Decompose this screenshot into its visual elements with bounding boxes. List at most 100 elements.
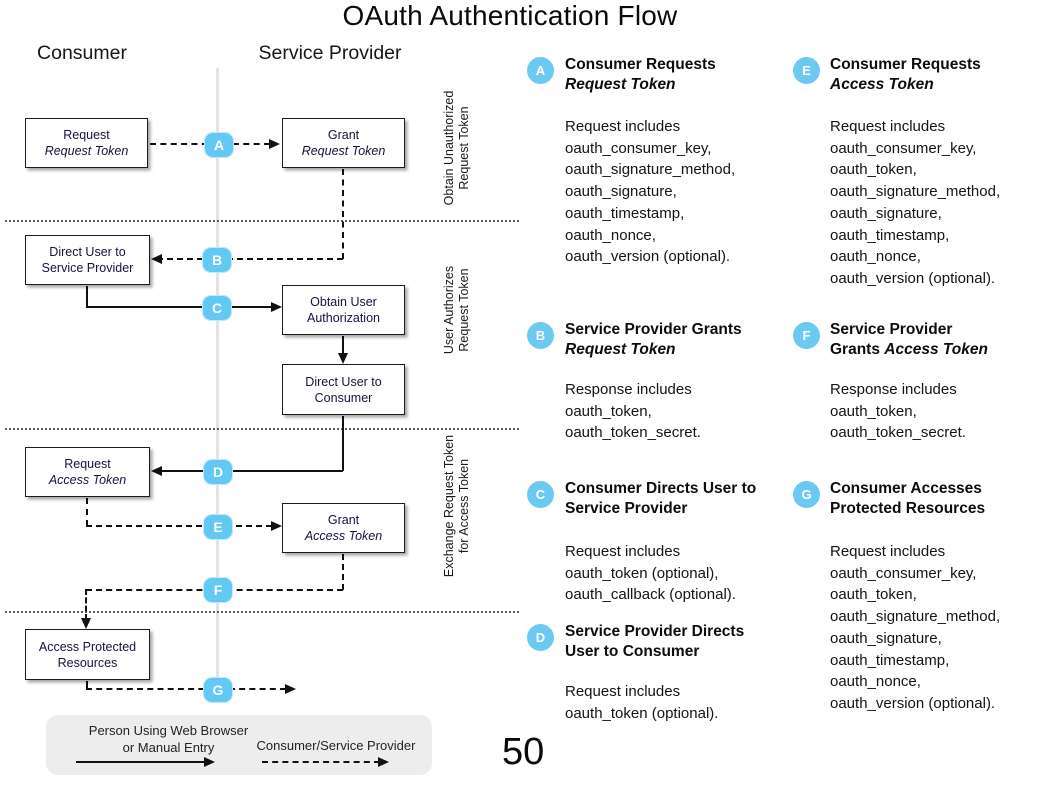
legend-body-f: Response includes oauth_token, oauth_tok… [830, 379, 1045, 444]
legend-body-line: oauth_token, [830, 161, 917, 179]
legend-title-line: Consumer Requests [565, 56, 716, 73]
flow-box-line: Obtain User [310, 295, 377, 309]
arrow-f-head [81, 618, 91, 629]
legend-title-c: Consumer Directs User to Service Provide… [565, 479, 805, 519]
phase-label-line: Request Token [457, 106, 471, 190]
key-solid-line-sample [76, 761, 206, 763]
phase-label-line: Obtain Unauthorized [442, 90, 456, 206]
step-badge-g: G [203, 677, 233, 703]
column-header-consumer: Consumer [37, 42, 127, 64]
legend-title-line: Service Provider Grants [565, 321, 742, 338]
legend-icon-g: G [793, 481, 820, 508]
legend-body-line: oauth_token (optional). [565, 704, 719, 722]
arrow-e-head [271, 521, 282, 531]
legend-body-a: Request includes oauth_consumer_key, oau… [565, 116, 797, 268]
step-badge-b: B [202, 247, 232, 273]
legend-body-line: oauth_token (optional), [565, 564, 719, 582]
legend-body-line: oauth_timestamp, [830, 226, 950, 244]
legend-title-a: Consumer Requests Request Token [565, 55, 797, 95]
arrow-g-line-vertical [86, 681, 88, 688]
arrow-d-line-horizontal [157, 470, 343, 472]
legend-title-line: Request Token [565, 76, 676, 93]
legend-title-segment: Access Token [884, 341, 988, 358]
legend-body-line: oauth_nonce, [830, 248, 921, 266]
arrow-g-line-horizontal [86, 688, 286, 690]
legend-title-line: Access Token [830, 76, 934, 93]
arrow-d-line-vertical [342, 416, 344, 471]
legend-title-b: Service Provider Grants Request Token [565, 320, 797, 360]
legend-body-line: Response includes [565, 381, 692, 398]
legend-body-line: Request includes [565, 543, 681, 560]
flow-box-line: Authorization [307, 311, 380, 325]
arrow-d-head [151, 466, 162, 476]
legend-body-line: oauth_token_secret. [830, 424, 966, 442]
flow-box-grant-request-token: Grant Request Token [282, 118, 405, 168]
phase-label-obtain-unauthorized-request-token: Obtain Unauthorized Request Token [442, 83, 474, 213]
phase-label-line: User Authorizes [442, 265, 456, 355]
flow-box-access-protected-resources: Access Protected Resources [25, 629, 150, 680]
legend-body-c: Request includes oauth_token (optional),… [565, 541, 797, 606]
line-style-key: Person Using Web Browser or Manual Entry… [46, 715, 432, 775]
key-dashed-label: Consumer/Service Provider [244, 737, 428, 754]
legend-body-line: oauth_token, [565, 402, 652, 420]
legend-title-line: Service Provider [830, 321, 953, 338]
legend-title-d: Service Provider Directs User to Consume… [565, 622, 797, 662]
phase-label-line: Exchange Request Token [442, 434, 456, 578]
legend-title-line: Consumer Accesses [830, 480, 982, 497]
flow-box-line: Service Provider [41, 261, 134, 275]
step-badge-d: D [203, 459, 233, 485]
legend-body-line: oauth_consumer_key, [830, 139, 977, 157]
phase-divider-2 [5, 428, 519, 430]
legend-title-f: Service Provider Grants Access Token [830, 320, 1045, 360]
flow-box-direct-user-to-service-provider: Direct User to Service Provider [25, 235, 150, 285]
legend-title-line: Grants Access Token [830, 340, 1045, 360]
legend-title-line: Protected Resources [830, 500, 986, 517]
flow-box-line: Request Token [44, 144, 129, 158]
arrow-e-line-vertical [86, 498, 88, 526]
arrow-g-head [285, 684, 296, 694]
flow-box-obtain-user-authorization: Obtain User Authorization [282, 285, 405, 335]
arrow-f-line-vertical-2 [85, 589, 87, 620]
legend-title-line: Request Token [565, 341, 676, 358]
flow-box-grant-access-token: Grant Access Token [282, 503, 405, 553]
key-label-line: or Manual Entry [122, 740, 215, 755]
column-header-service-provider: Service Provider [258, 42, 402, 64]
legend-title-line: Consumer Directs User to [565, 480, 757, 497]
arrow-auth-to-consumer-line [342, 336, 344, 355]
legend-title-line: User to Consumer [565, 643, 700, 660]
legend-body-line: oauth_timestamp, [565, 204, 685, 222]
flow-box-line: Direct User to [49, 245, 126, 259]
arrow-c-line-horizontal [86, 306, 272, 308]
swimlane-divider-line [216, 68, 219, 692]
step-badge-a: A [204, 132, 234, 158]
flow-box-line: Request Token [301, 144, 386, 158]
phase-label-line: for Access Token [457, 458, 471, 554]
legend-body-line: oauth_nonce, [830, 673, 921, 691]
legend-title-line: Service Provider [565, 500, 688, 517]
legend-title-line: Service Provider Directs [565, 623, 745, 640]
legend-body-line: oauth_callback (optional). [565, 586, 736, 604]
phase-label-exchange-request-token: Exchange Request Token for Access Token [442, 421, 474, 591]
flow-box-line: Grant [327, 513, 360, 527]
phase-label-user-authorizes-request-token: User Authorizes Request Token [442, 255, 474, 365]
page-title: OAuth Authentication Flow [342, 0, 678, 31]
phase-label-line: Request Token [457, 268, 471, 352]
arrow-b-head [151, 254, 162, 264]
legend-icon-d: D [527, 624, 554, 651]
legend-body-line: oauth_token, [830, 402, 917, 420]
legend-body-line: oauth_consumer_key, [565, 139, 712, 157]
key-solid-arrowhead [204, 757, 215, 767]
legend-icon-c: C [527, 481, 554, 508]
legend-body-e: Request includes oauth_consumer_key, oau… [830, 116, 1045, 290]
legend-body-line: Request includes [830, 118, 946, 135]
phase-divider-3 [5, 611, 519, 613]
flow-box-line: Consumer [314, 390, 373, 405]
legend-body-line: oauth_signature, [565, 183, 677, 201]
flow-box-request-access-token: Request Access Token [25, 447, 150, 497]
legend-body-line: oauth_timestamp, [830, 651, 950, 669]
legend-body-line: Response includes [830, 381, 957, 398]
step-badge-c: C [202, 295, 232, 321]
flow-box-line: Resources [57, 655, 118, 670]
flow-box-line: Request [64, 457, 111, 471]
legend-title-e: Consumer Requests Access Token [830, 55, 1045, 95]
